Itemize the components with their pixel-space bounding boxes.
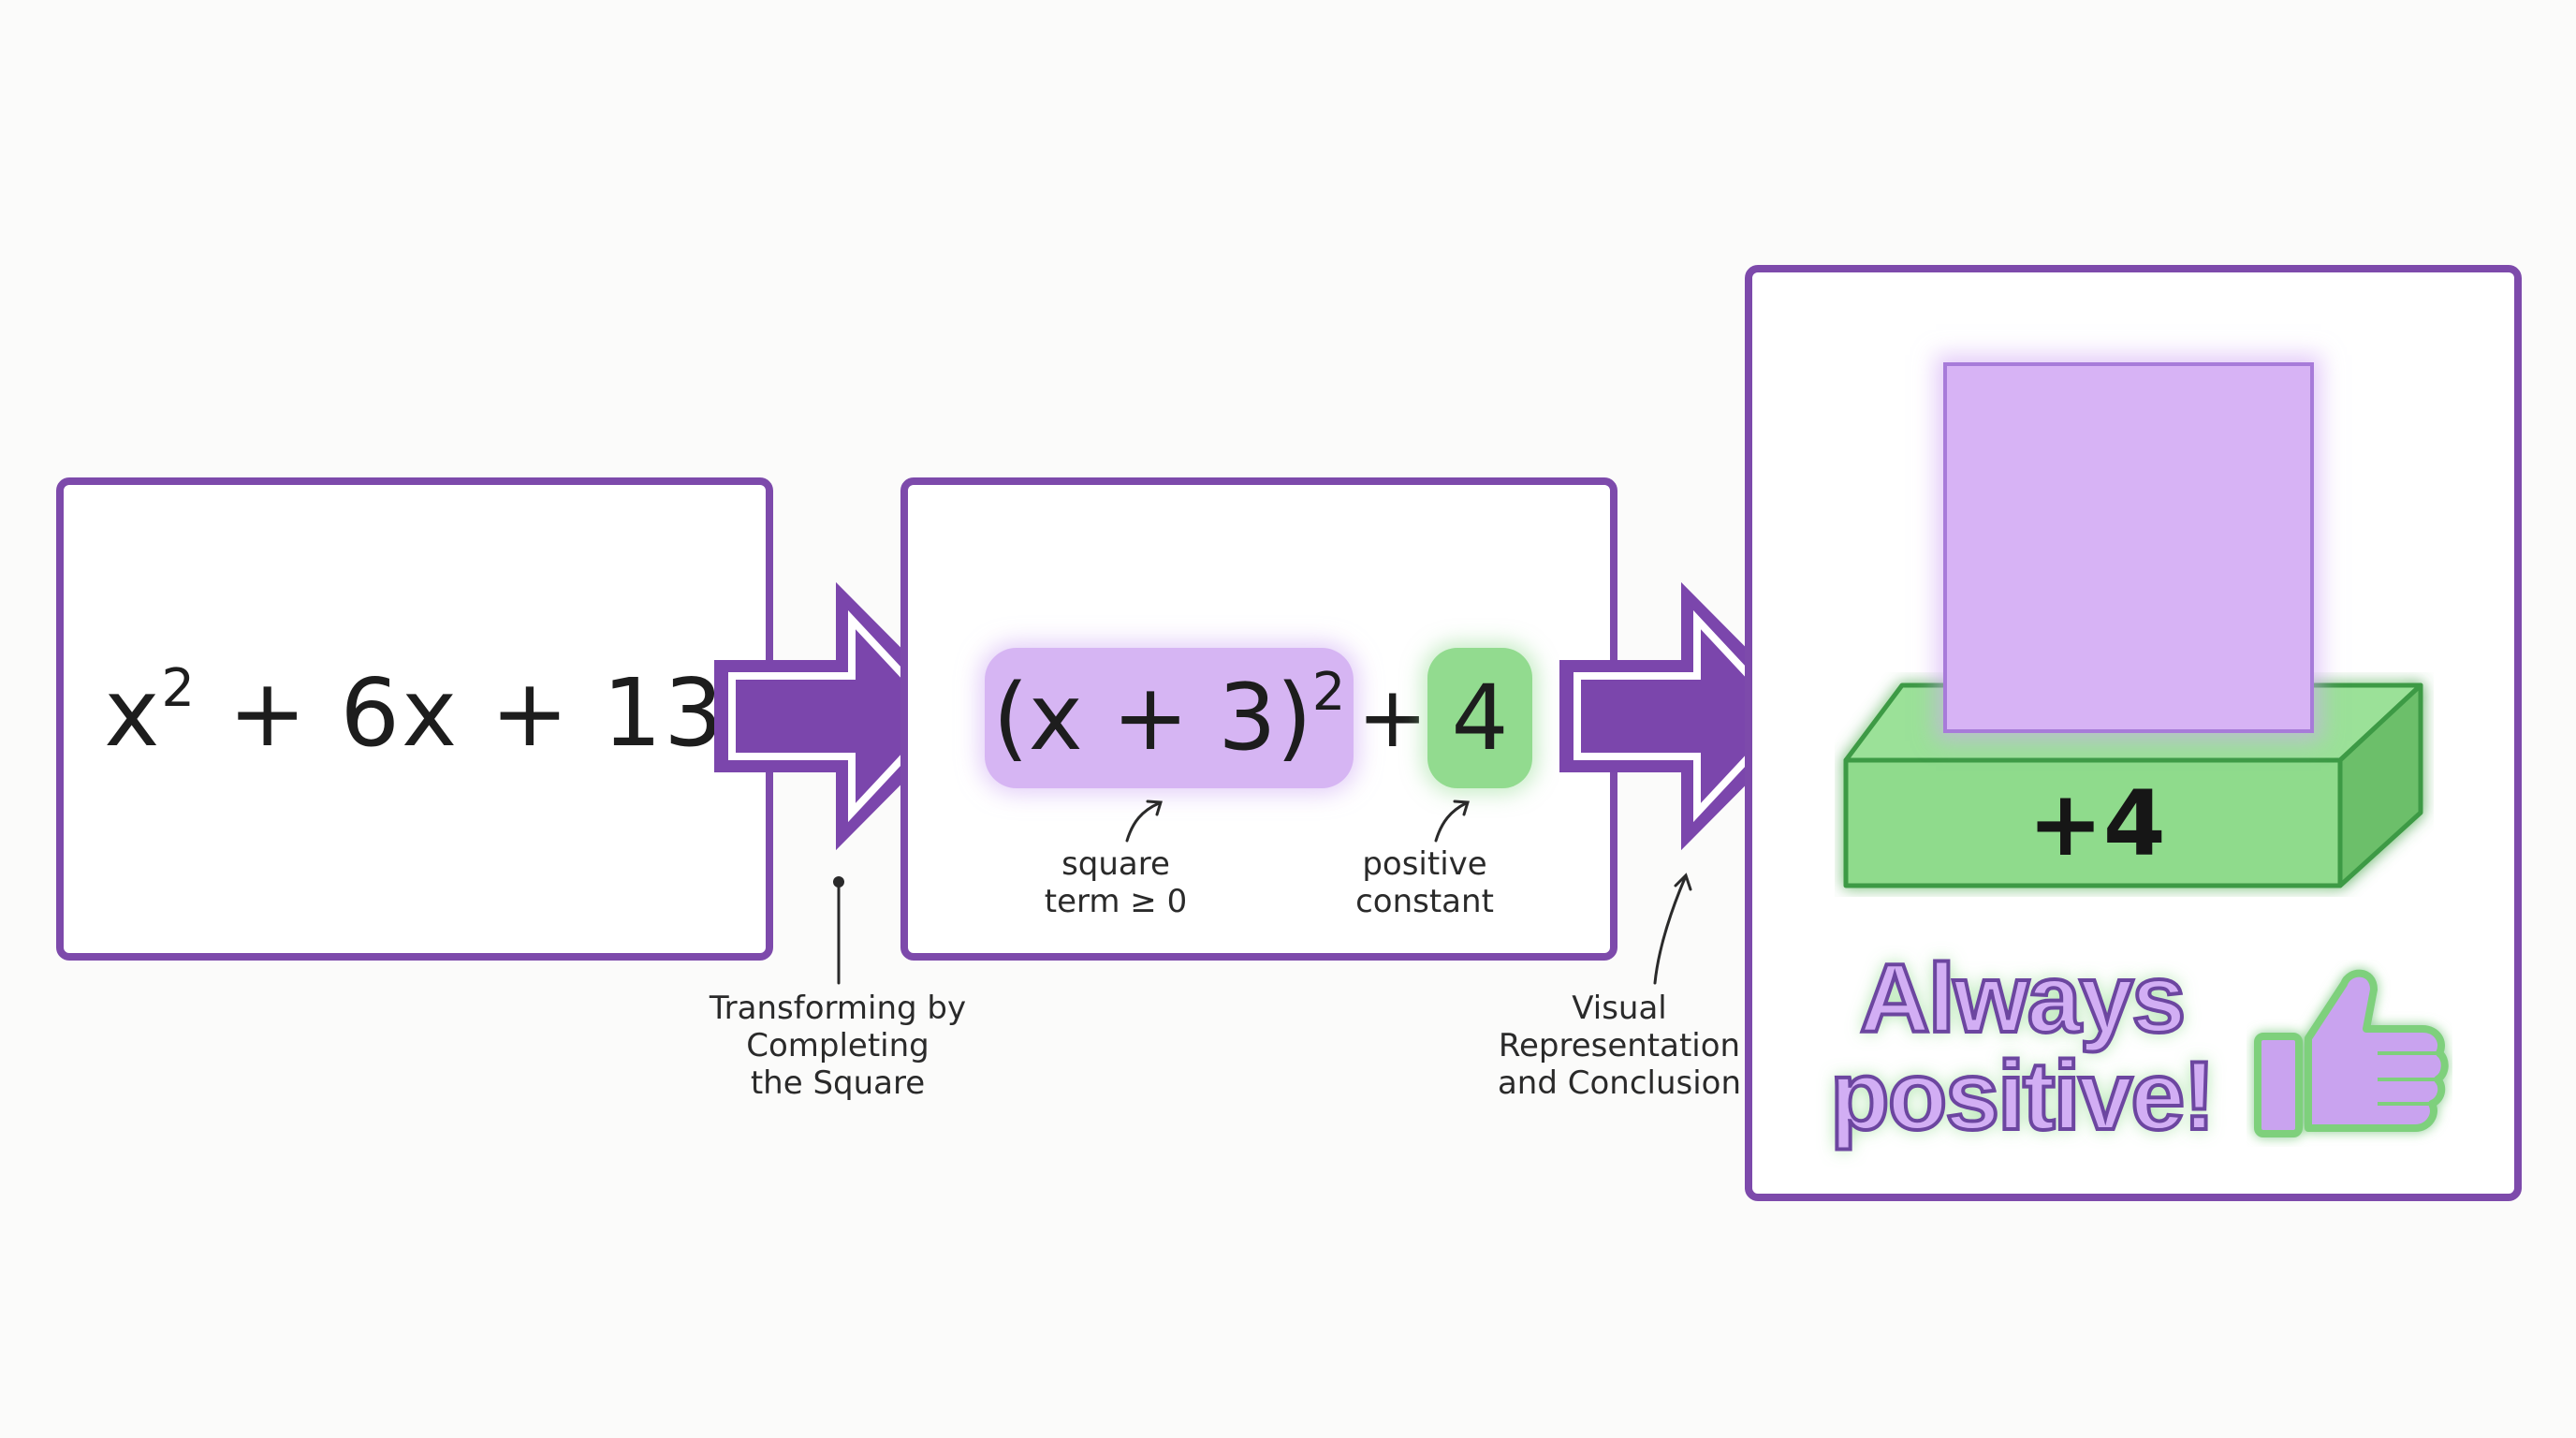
step-label-completing-square: Transforming by Completing the Square bbox=[709, 990, 967, 1102]
always-positive-text: Always positive! bbox=[1828, 945, 2217, 1151]
constant-pill: 4 bbox=[1427, 648, 1532, 788]
step-label-visual-conclusion: Visual Representation and Conclusion bbox=[1497, 990, 1742, 1102]
block-label: +4 bbox=[2027, 771, 2166, 876]
quadratic-expression: x2 + 6x + 13 bbox=[104, 658, 725, 768]
thumbs-up-icon bbox=[2254, 969, 2449, 1137]
positive-constant-annotation: positive constant bbox=[1355, 845, 1494, 920]
square-term-annotation: square term ≥ 0 bbox=[1044, 845, 1188, 920]
lilac-square-shape bbox=[1943, 362, 2314, 733]
plus-sign: + bbox=[1357, 668, 1428, 767]
expression-panel: x2 + 6x + 13 bbox=[56, 477, 773, 961]
square-term-pill: (x + 3)2 bbox=[985, 648, 1354, 788]
